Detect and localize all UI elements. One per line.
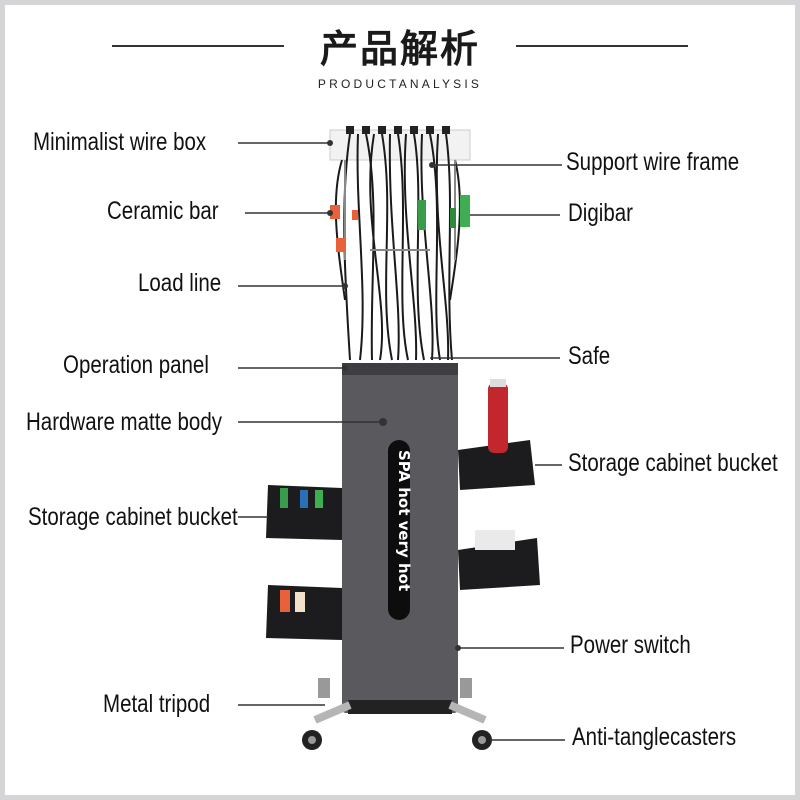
casters xyxy=(302,678,492,750)
label-ceramic-bar: Ceramic bar xyxy=(107,197,219,225)
callout-dots-right xyxy=(429,162,461,651)
ceramic-bars xyxy=(330,205,358,252)
page-title-cn: 产品解析 xyxy=(319,27,480,71)
label-operation-panel: Operation panel xyxy=(63,351,209,379)
label-hardware-matte-body: Hardware matte body xyxy=(26,408,222,436)
machine-body xyxy=(342,363,458,714)
callout-lines-left xyxy=(238,142,383,706)
label-power-switch: Power switch xyxy=(570,631,691,659)
label-metal-tripod: Metal tripod xyxy=(103,690,211,718)
storage-bucket-right-mid xyxy=(458,530,540,590)
header-rule-right xyxy=(516,45,688,47)
label-storage-bucket-left: Storage cabinet bucket xyxy=(28,503,238,531)
header-section: 产品解析 PRODUCTANALYSIS xyxy=(0,0,800,102)
label-minimalist-wire-box: Minimalist wire box xyxy=(33,128,207,156)
label-support-wire-frame: Support wire frame xyxy=(566,148,740,176)
digibars xyxy=(418,195,470,230)
callout-dots-left xyxy=(327,140,387,426)
label-safe: Safe xyxy=(568,342,611,370)
metal-tripod xyxy=(313,701,487,724)
label-storage-bucket-right: Storage cabinet bucket xyxy=(568,449,778,477)
page-title-en: PRODUCTANALYSIS xyxy=(317,77,483,91)
body-vertical-text: SPA hot very hot xyxy=(395,450,413,591)
label-load-line: Load line xyxy=(138,269,222,297)
storage-bucket-left-top xyxy=(266,485,342,540)
callout-lines-right xyxy=(430,164,565,741)
header-rule-left xyxy=(112,45,284,47)
storage-bucket-left-bottom xyxy=(266,585,342,640)
load-cables xyxy=(334,133,461,361)
label-anti-tangle-casters: Anti-tanglecasters xyxy=(572,723,737,751)
label-digibar: Digibar xyxy=(568,199,633,227)
storage-bucket-right-top xyxy=(458,379,535,490)
